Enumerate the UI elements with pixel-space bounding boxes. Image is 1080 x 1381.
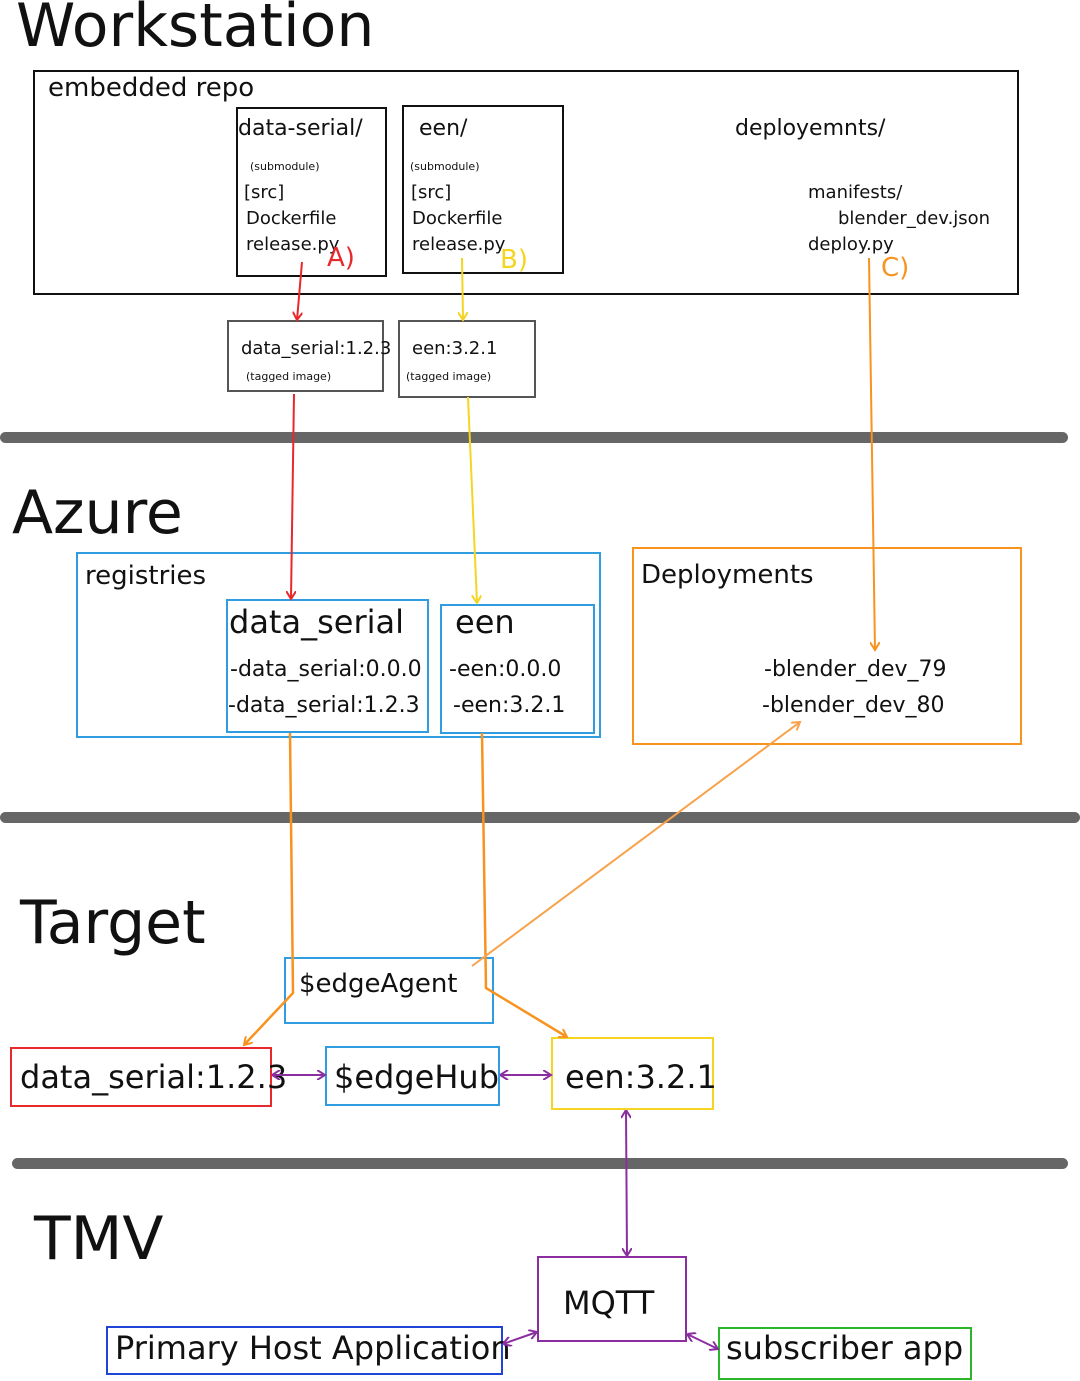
data-serial-dir-box: [236, 107, 387, 277]
data-serial-dir-title: data-serial/: [238, 116, 363, 141]
tagged-image-een-name: een:3.2.1: [412, 338, 498, 359]
een-src: [src]: [411, 182, 452, 203]
data-serial-dockerfile: Dockerfile: [246, 208, 337, 229]
een-submodule-note: (submodule): [410, 160, 480, 173]
tagged-image-een-note: (tagged image): [406, 370, 492, 383]
subscriber-app-box: [718, 1327, 972, 1380]
arrow-mqtt-subscriber: [687, 1334, 718, 1349]
deploy-script: deploy.py: [808, 234, 894, 255]
tagged-image-data-serial-box: [227, 320, 384, 392]
registry-een-item: -een:3.2.1: [453, 693, 566, 718]
embedded-repo-title: embedded repo: [48, 73, 255, 103]
section-target: Target: [20, 888, 206, 958]
tagged-image-data-serial-name: data_serial:1.2.3: [241, 338, 392, 359]
divider-target-tmv: [12, 1158, 1068, 1169]
deployment-item: -blender_dev_79: [764, 657, 947, 682]
data-serial-submodule-note: (submodule): [250, 160, 320, 173]
tagged-image-data-serial-note: (tagged image): [246, 370, 332, 383]
arrow-edge-agent-to-deployment: [471, 722, 800, 967]
registry-een-item: -een:0.0.0: [449, 657, 562, 682]
deployments-title: Deployments: [641, 560, 814, 590]
registry-data-serial-item: -data_serial:0.0.0: [230, 657, 422, 682]
mqtt-label: MQTT: [563, 1284, 655, 1322]
een-release: release.py: [412, 234, 506, 255]
registry-een-title: een: [455, 603, 515, 641]
primary-host-app-box: [106, 1326, 503, 1375]
section-azure: Azure: [12, 478, 183, 548]
data-serial-release: release.py: [246, 234, 340, 255]
subscriber-app-label: subscriber app: [726, 1329, 964, 1367]
manifest-file: blender_dev.json: [838, 208, 991, 229]
marker-c: C): [881, 253, 910, 283]
target-data-serial-label: data_serial:1.2.3: [20, 1058, 288, 1096]
marker-a: A): [327, 243, 355, 273]
deployments-box: [632, 547, 1022, 745]
registries-title: registries: [85, 561, 207, 591]
embedded-repo-box: [33, 70, 1019, 295]
registry-data-serial-title: data_serial: [229, 603, 404, 641]
target-een-label: een:3.2.1: [565, 1058, 717, 1096]
deployments-dir-title: deployemnts/: [735, 116, 886, 141]
primary-host-app-label: Primary Host Application: [115, 1329, 511, 1367]
section-workstation: Workstation: [16, 0, 375, 61]
een-dir-title: een/: [419, 116, 468, 141]
divider-azure-target: [0, 812, 1080, 823]
registry-data-serial-box: [226, 599, 429, 733]
section-tmv: TMV: [34, 1204, 164, 1274]
divider-workstation-azure: [0, 432, 1068, 443]
registries-box: [76, 552, 601, 738]
mqtt-box: [537, 1256, 687, 1342]
marker-b: B): [500, 245, 528, 275]
manifests-dir: manifests/: [808, 182, 903, 203]
arrow-een-mqtt: [626, 1110, 627, 1256]
data-serial-src: [src]: [244, 182, 285, 203]
een-dir-box: [402, 105, 564, 274]
edge-hub-label: $edgeHub: [334, 1058, 500, 1096]
arrow-registry-to-target-een: [480, 732, 567, 1037]
een-dockerfile: Dockerfile: [412, 208, 503, 229]
tagged-image-een-box: [398, 320, 536, 398]
target-data-serial-box: [10, 1047, 272, 1107]
edge-agent-label: $edgeAgent: [299, 969, 458, 999]
registry-data-serial-item: -data_serial:1.2.3: [228, 693, 420, 718]
deployment-item: -blender_dev_80: [762, 693, 945, 718]
